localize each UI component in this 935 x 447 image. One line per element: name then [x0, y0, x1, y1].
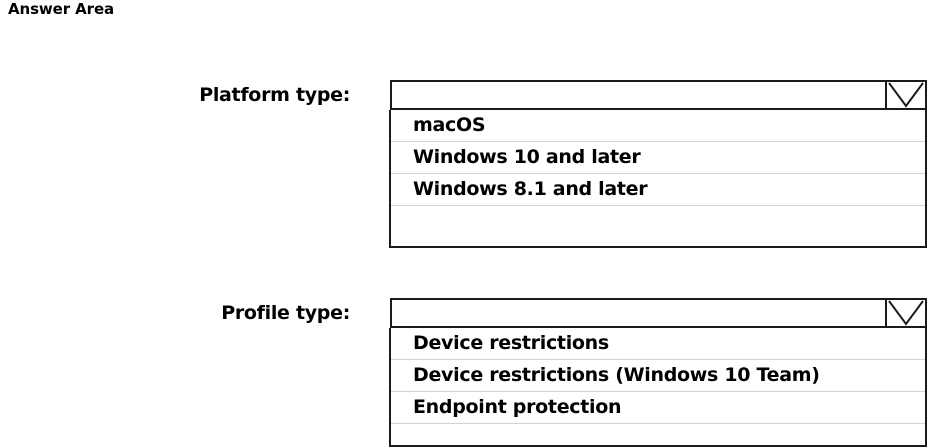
list-item[interactable]: Endpoint protection [391, 392, 925, 424]
list-empty-space [391, 206, 925, 246]
list-item[interactable]: Device restrictions (Windows 10 Team) [391, 360, 925, 392]
chevron-down-glyph [888, 82, 924, 108]
chevron-down-icon[interactable] [885, 82, 925, 108]
list-item[interactable]: macOS [391, 110, 925, 142]
profile-type-label: Profile type: [221, 302, 350, 324]
list-item[interactable]: Device restrictions [391, 328, 925, 360]
platform-type-selected-value[interactable] [392, 82, 885, 108]
profile-type-combobox[interactable] [390, 298, 927, 328]
page-title: Answer Area [8, 0, 115, 18]
chevron-down-icon[interactable] [885, 300, 925, 326]
list-empty-space [391, 424, 925, 445]
chevron-down-glyph [888, 300, 924, 326]
list-item[interactable]: Windows 8.1 and later [391, 174, 925, 206]
platform-type-combobox[interactable] [390, 80, 927, 110]
list-item[interactable]: Windows 10 and later [391, 142, 925, 174]
profile-type-option-list[interactable]: Device restrictions Device restrictions … [389, 328, 927, 447]
platform-type-label: Platform type: [199, 84, 350, 106]
profile-type-selected-value[interactable] [392, 300, 885, 326]
platform-type-option-list[interactable]: macOS Windows 10 and later Windows 8.1 a… [389, 110, 927, 248]
